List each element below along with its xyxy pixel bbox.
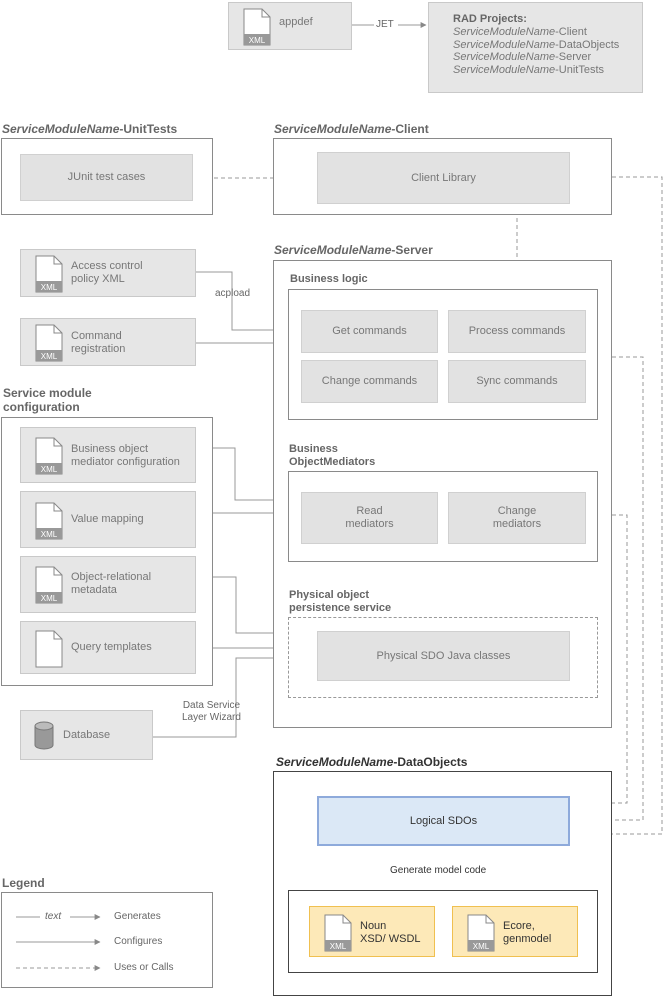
business-logic-title: Business logic [290,273,368,285]
svg-text:XML: XML [41,465,58,474]
logical-sdos: Logical SDOs [317,796,570,846]
rad-projects-box: RAD Projects: ServiceModuleName-Client S… [428,2,643,93]
value-mapping-label: Value mapping [71,513,144,525]
xml-file-icon: XML [467,914,495,957]
rad-project-item: ServiceModuleName-Server [453,51,592,63]
xml-file-icon: XML [243,8,271,51]
rad-projects-title: RAD Projects: [453,13,527,25]
xml-file-icon: XML [35,502,63,545]
acpload-label: acpload [215,288,251,299]
xml-file-icon: XML [35,255,63,298]
physical-sdo-java-classes: Physical SDO Java classes [317,631,570,681]
legend-uses-or-calls: Uses or Calls [114,962,174,973]
rad-project-item: ServiceModuleName-Client [453,26,587,38]
query-templates-label: Query templates [71,641,152,653]
generate-model-code-label: Generate model code [390,865,487,876]
query-templates-box: Query templates [20,621,196,674]
server-title: ServiceModuleName-Server [274,243,433,257]
database-icon [34,721,54,756]
unittests-title: ServiceModuleName-UnitTests [2,122,178,136]
appdef-box: XML appdef [228,2,352,50]
xml-file-icon: XML [35,566,63,609]
value-mapping-box: XML Value mapping [20,491,196,548]
svg-text:XML: XML [41,594,58,603]
client-title: ServiceModuleName-Client [274,122,429,136]
client-library: Client Library [317,152,570,204]
junit-test-cases: JUnit test cases [20,154,193,201]
legend-configures: Configures [114,936,163,947]
ecore-genmodel-box: XML Ecore,genmodel [452,906,578,957]
svg-text:XML: XML [249,36,266,45]
svg-text:XML: XML [41,283,58,292]
svg-text:XML: XML [330,942,347,951]
ecore-genmodel-label: Ecore,genmodel [503,920,552,945]
rad-project-item: ServiceModuleName-DataObjects [453,38,620,51]
rad-project-item: ServiceModuleName-UnitTests [453,63,605,76]
svg-text:XML: XML [41,530,58,539]
rad-projects-list: ServiceModuleName-Client ServiceModuleNa… [453,26,642,76]
dataobjects-title: ServiceModuleName-DataObjects [276,755,468,769]
change-commands: Change commands [301,360,438,403]
jet-label: JET [376,19,394,30]
legend-text-sample: text [45,911,62,922]
legend-title: Legend [2,876,45,890]
svg-text:XML: XML [473,942,490,951]
database-label: Database [63,729,111,741]
xml-file-icon: XML [324,914,352,957]
legend-box [1,892,213,988]
appdef-label: appdef [279,16,313,28]
process-commands: Process commands [448,310,586,353]
sync-commands: Sync commands [448,360,586,403]
svg-text:XML: XML [41,352,58,361]
database-box: Database [20,710,153,760]
legend-generates: Generates [114,911,161,922]
get-commands: Get commands [301,310,438,353]
xml-file-icon: XML [35,324,63,367]
xml-file-icon: XML [35,437,63,480]
file-icon [35,630,63,673]
